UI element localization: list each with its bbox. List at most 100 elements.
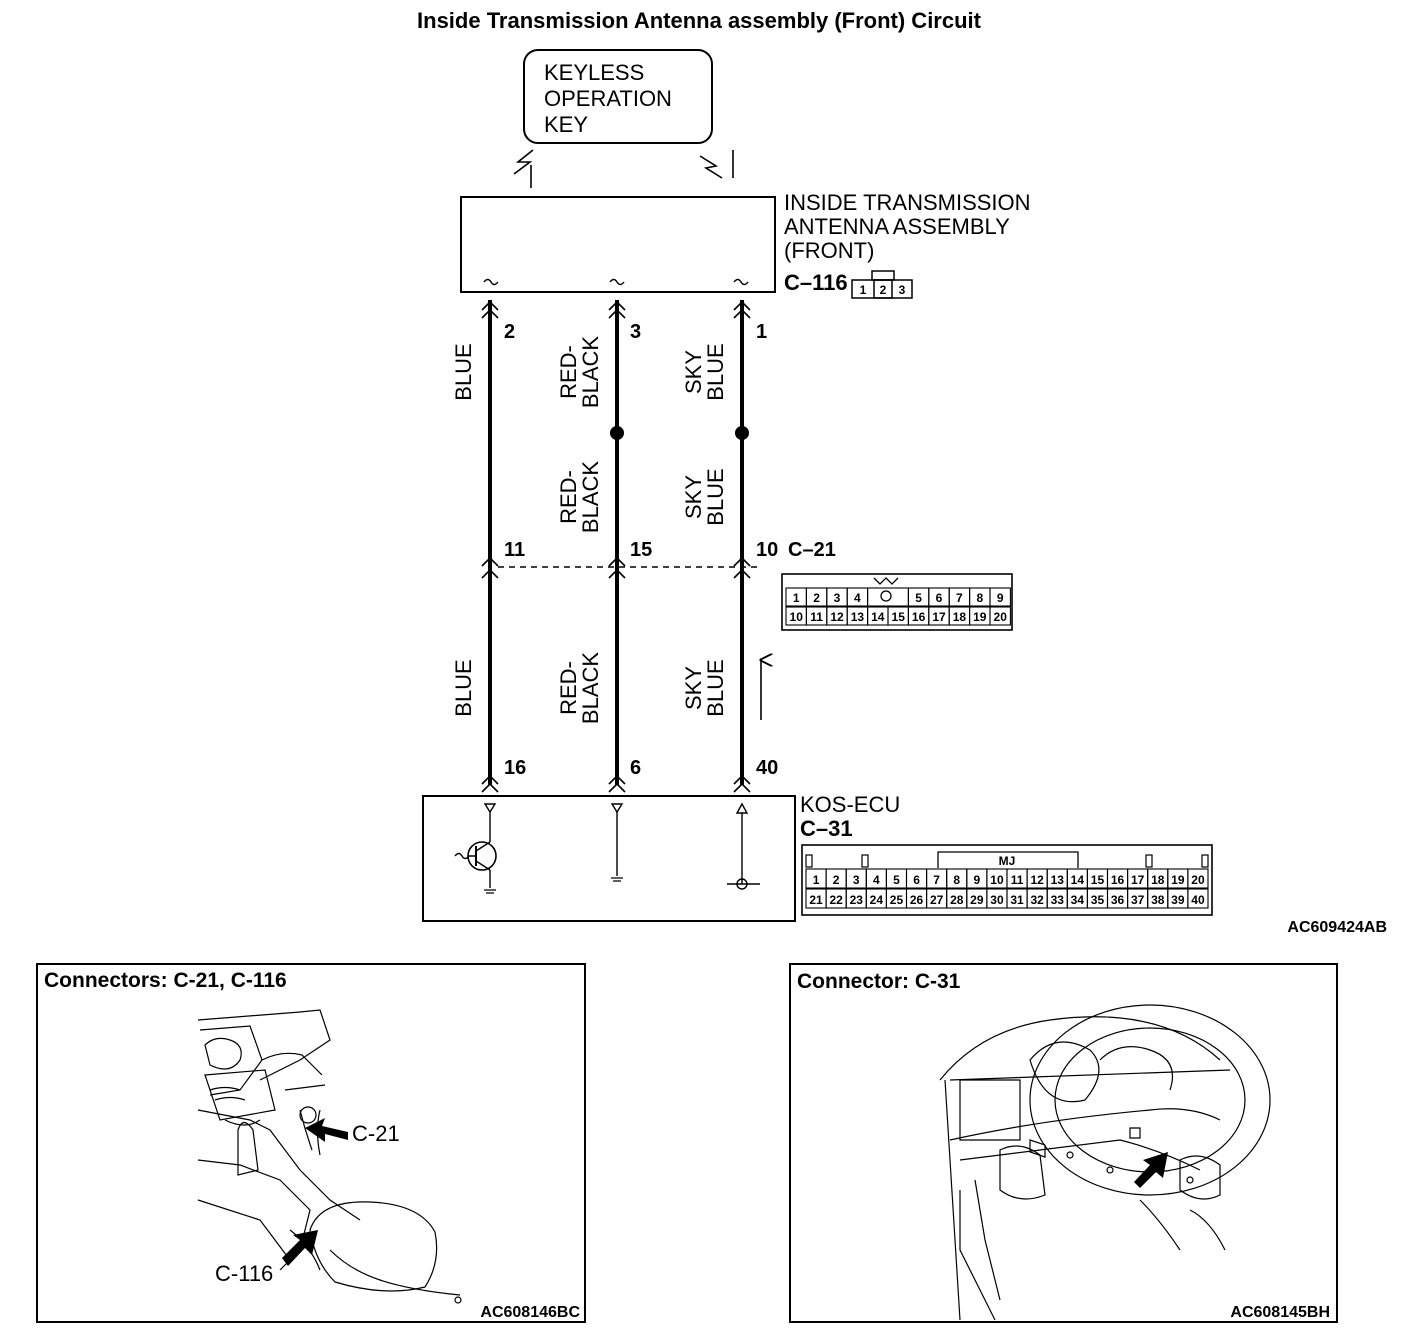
pin-label: 2 <box>813 591 820 605</box>
pin-label: 5 <box>893 873 900 887</box>
wire-color-label: BLUE <box>703 343 728 400</box>
pin-label: 35 <box>1091 893 1105 907</box>
antenna-assembly: INSIDE TRANSMISSION ANTENNA ASSEMBLY (FR… <box>460 190 1031 295</box>
pin-label: 15 <box>1091 873 1105 887</box>
pin-label: 20 <box>994 610 1008 624</box>
c116-pin: 2 <box>880 283 887 297</box>
panel-code: AC608146BC <box>480 1304 580 1321</box>
pin-label: 37 <box>1131 893 1145 907</box>
pin-label: 7 <box>956 591 963 605</box>
panel-connectors-c21-c116: Connectors: C-21, C-116 C-21 C-116 <box>36 963 586 1323</box>
pin-label: 1 <box>813 873 820 887</box>
pin-label: 12 <box>1030 873 1044 887</box>
pin-label: 9 <box>997 591 1004 605</box>
wire-color-label: BLUE <box>703 659 728 716</box>
pin-label: 2 <box>833 873 840 887</box>
pin-label: 40 <box>1191 893 1205 907</box>
pin-label: 26 <box>910 893 924 907</box>
pin-label: 25 <box>890 893 904 907</box>
key-label-line-2: OPERATION <box>544 86 672 111</box>
pin-label: 8 <box>953 873 960 887</box>
pin-label: 12 <box>830 610 844 624</box>
pin-number: 6 <box>630 757 641 779</box>
pin-label: 19 <box>1171 873 1185 887</box>
key-label-line-1: KEYLESS <box>544 60 644 85</box>
antenna-label-line-2: ANTENNA ASSEMBLY <box>784 214 1010 239</box>
pin-cell <box>1187 888 1209 909</box>
pin-label: 19 <box>973 610 987 624</box>
c31-connector-tag: MJ <box>999 854 1016 868</box>
pin-label: 3 <box>853 873 860 887</box>
pin-cell <box>1187 868 1209 889</box>
keyless-operation-key: KEYLESS OPERATION KEY <box>523 49 713 144</box>
pin-number: 2 <box>504 321 515 343</box>
pin-label: 9 <box>974 873 981 887</box>
wire-color-label: BLUE <box>451 659 476 716</box>
pin-label: 16 <box>912 610 926 624</box>
wire-color-label: BLACK <box>578 461 603 533</box>
wire-color-label: BLACK <box>578 652 603 724</box>
wire-color-label: SKY <box>681 350 706 394</box>
pin-label: 14 <box>1071 873 1085 887</box>
pin-number: 40 <box>756 757 778 779</box>
pin-label: 17 <box>1131 873 1145 887</box>
ecu-name: KOS-ECU <box>800 792 900 817</box>
callout-arrow-icon <box>282 1230 318 1266</box>
pin-label: 22 <box>829 893 843 907</box>
diagram-code: AC609424AB <box>1287 919 1387 936</box>
pin-label: 32 <box>1030 893 1044 907</box>
pin-label: 34 <box>1071 893 1085 907</box>
pin-label: 27 <box>930 893 944 907</box>
pin-number: 3 <box>630 321 641 343</box>
wire-color-label: BLUE <box>451 343 476 400</box>
pin-number: 15 <box>630 539 652 561</box>
panel-connector-c31: Connector: C-31 AC608145BH <box>789 963 1338 1323</box>
c21-connector-face <box>781 573 1013 631</box>
pin-cell <box>989 606 1011 626</box>
c31-connector-face <box>801 844 1213 916</box>
radio-signal-icon <box>513 149 734 188</box>
pin-label: 16 <box>1111 873 1125 887</box>
pin-label: 5 <box>915 591 922 605</box>
pin-label: 28 <box>950 893 964 907</box>
pin-label: 23 <box>850 893 864 907</box>
ecu-connector-label: C–31 <box>800 816 853 841</box>
pin-number: 1 <box>756 321 767 343</box>
wire-harness <box>481 300 760 793</box>
callout-arrow-icon <box>1134 1152 1168 1188</box>
pin-label: 11 <box>810 610 823 624</box>
pin-label: 8 <box>976 591 983 605</box>
wire-color-label: SKY <box>681 475 706 519</box>
pin-label: 20 <box>1191 873 1205 887</box>
pin-label: 30 <box>990 893 1004 907</box>
pin-label: 3 <box>834 591 841 605</box>
pin-cell <box>989 587 1011 607</box>
panel-code: AC608145BH <box>1230 1304 1330 1321</box>
pin-number: 16 <box>504 757 526 779</box>
wire-color-label: RED- <box>556 345 581 399</box>
pin-label: 7 <box>933 873 940 887</box>
pin-label: 36 <box>1111 893 1125 907</box>
pin-label: 18 <box>953 610 967 624</box>
antenna-label-line-3: (FRONT) <box>784 238 874 263</box>
antenna-label-line-1: INSIDE TRANSMISSION <box>784 190 1031 215</box>
page-title: Inside Transmission Antenna assembly (Fr… <box>417 8 982 33</box>
pin-label: 15 <box>892 610 906 624</box>
key-label-line-3: KEY <box>544 112 588 137</box>
antenna-connector-label: C–116 <box>784 270 848 295</box>
wire-color-label: RED- <box>556 470 581 524</box>
dashboard-illustration <box>939 1004 1271 1321</box>
panel-title: Connector: C-31 <box>797 970 961 993</box>
pin-label: 29 <box>970 893 984 907</box>
pin-label: 18 <box>1151 873 1165 887</box>
pin-label: 6 <box>913 873 920 887</box>
callout-label: C-116 <box>215 1261 273 1286</box>
pin-label: 33 <box>1051 893 1065 907</box>
c116-pin: 1 <box>860 283 867 297</box>
pin-number: 11 <box>504 539 525 561</box>
c116-connector-icon: 1 2 3 <box>851 270 913 299</box>
pin-label: 13 <box>851 610 865 624</box>
callout-label: C-21 <box>352 1121 400 1146</box>
